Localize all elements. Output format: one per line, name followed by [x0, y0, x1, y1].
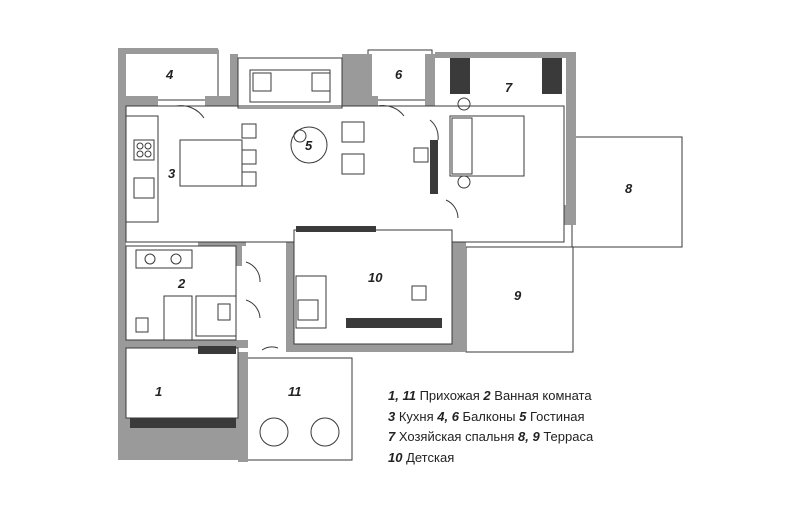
- room-label-11: 11: [288, 384, 302, 399]
- entry-11: [246, 357, 353, 461]
- room-label-8: 8: [625, 181, 633, 196]
- legend-label: Терраса: [539, 429, 594, 444]
- legend-num: 7: [388, 429, 396, 444]
- legend-label: Ванная комната: [490, 388, 592, 403]
- legend-num: 8, 9: [518, 429, 540, 444]
- room-label-5: 5: [305, 138, 313, 153]
- legend-num: 4, 6: [437, 408, 459, 424]
- legend-num: 1, 11: [388, 388, 416, 403]
- room-label-9: 9: [514, 288, 522, 303]
- legend-row: 3 Кухня 4, 6 Балконы 5 Гостиная: [388, 407, 593, 428]
- room-label-4: 4: [165, 67, 174, 82]
- legend-num: 10: [388, 449, 403, 465]
- room-label-1: 1: [155, 384, 162, 399]
- room-label-10: 10: [368, 270, 383, 285]
- legend-row: 1, 11 Прихожая 2 Ванная комната: [388, 386, 593, 407]
- room-label-2: 2: [177, 276, 186, 291]
- legend-num: 5: [519, 408, 527, 424]
- legend-label: Кухня: [395, 408, 438, 424]
- legend-row: 10 Детская: [388, 448, 593, 469]
- legend: 1, 11 Прихожая 2 Ванная комната 3 Кухня …: [388, 386, 593, 468]
- legend-label: Хозяйская спальня: [395, 429, 519, 444]
- room-label-3: 3: [168, 166, 176, 181]
- legend-label: Детская: [402, 449, 455, 465]
- legend-label: Гостиная: [526, 408, 585, 424]
- legend-num: 3: [388, 408, 396, 424]
- legend-num: 2: [483, 388, 491, 403]
- room-label-7: 7: [505, 80, 513, 95]
- legend-label: Балконы: [458, 408, 520, 424]
- legend-row: 7 Хозяйская спальня 8, 9 Терраса: [388, 427, 593, 448]
- legend-label: Прихожая: [415, 388, 484, 403]
- room-label-6: 6: [395, 67, 403, 82]
